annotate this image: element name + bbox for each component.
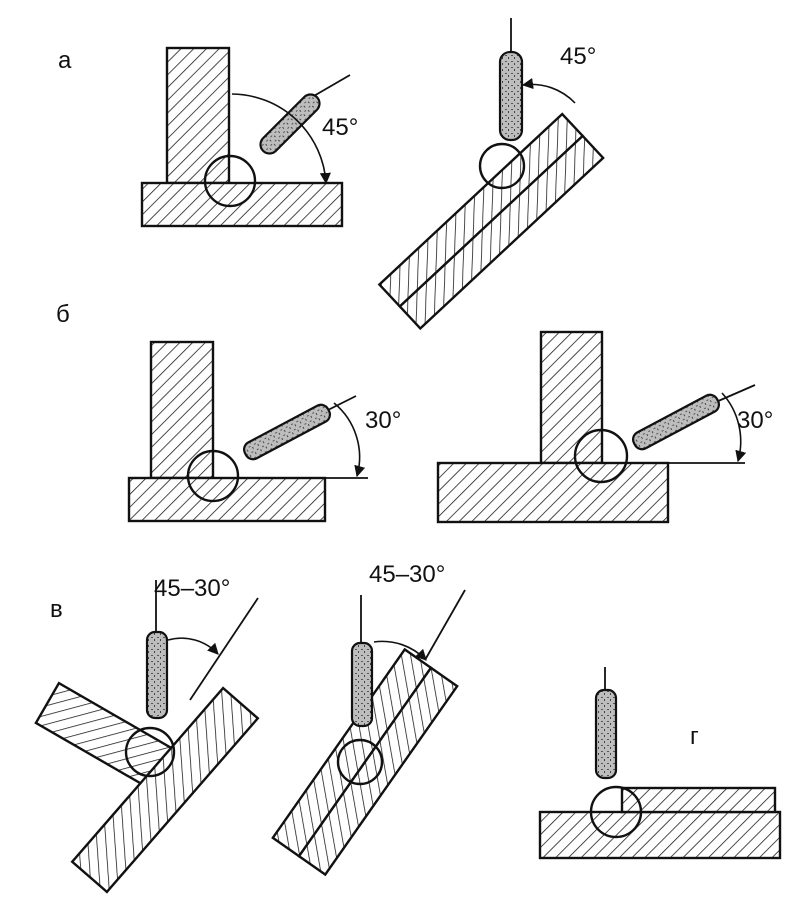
- weld-zone-circle: [589, 785, 643, 839]
- electrode: [594, 688, 618, 780]
- angle-arc: [167, 637, 219, 655]
- panel-b-right-angle: 30°: [737, 407, 773, 434]
- tilted-plates: [377, 112, 605, 331]
- panel-v-right-joint: 45–30°: [271, 561, 466, 877]
- panel-g-label: г: [690, 723, 699, 750]
- electrode: [350, 641, 374, 728]
- panel-v-left-angle: 45–30°: [154, 575, 230, 602]
- vertical-plate: [539, 330, 604, 465]
- vertical-plate: [165, 46, 231, 185]
- weld-zone-circle: [573, 428, 629, 484]
- electrode: [242, 403, 332, 461]
- panel-a: а 45° 45°: [58, 18, 605, 331]
- panel-v: в 45–30° 45–3: [34, 561, 466, 894]
- weld-zone-circle: [336, 738, 384, 786]
- panel-a-label: а: [58, 47, 72, 74]
- angle-arc: [231, 93, 331, 185]
- angle-arc: [333, 402, 366, 478]
- panel-a-left-angle: 45°: [322, 114, 358, 141]
- electrode: [631, 393, 721, 451]
- panel-b-label: б: [56, 301, 70, 328]
- panel-b-left-joint: 30°: [127, 340, 401, 523]
- electrode: [498, 50, 524, 142]
- vertical-plate: [149, 340, 215, 480]
- panel-v-left-joint: 45–30°: [34, 575, 260, 894]
- panel-a-right-angle: 45°: [560, 43, 596, 70]
- electrode: [259, 93, 321, 155]
- electrode-axis-line: [189, 597, 259, 701]
- panel-g: г: [538, 667, 782, 860]
- weld-zone-circle: [203, 154, 257, 208]
- panel-v-label: в: [50, 596, 63, 623]
- base-plate: [140, 181, 344, 228]
- panel-g-lap-joint: [538, 667, 782, 860]
- electrode-axis-line: [715, 384, 756, 403]
- angle-arc: [521, 78, 576, 104]
- electrode-axis-line: [424, 589, 466, 661]
- weld-zone-circle: [186, 449, 240, 503]
- panel-a-left-joint: 45°: [140, 46, 358, 228]
- base-plate: [127, 476, 327, 523]
- angle-arc: [721, 392, 747, 463]
- panel-v-right-angle: 45–30°: [369, 561, 445, 588]
- panel-b: б 30° 30°: [56, 301, 773, 524]
- panel-b-left-angle: 30°: [365, 407, 401, 434]
- angle-arc: [373, 640, 427, 661]
- panel-b-right-joint: 30°: [436, 330, 773, 524]
- panel-a-right-joint: 45°: [377, 18, 605, 331]
- top-plate: [620, 786, 777, 814]
- base-plate: [436, 461, 670, 524]
- weld-zone-circle: [478, 142, 526, 190]
- weld-zone-circle: [124, 726, 176, 778]
- electrode: [145, 630, 169, 720]
- bottom-plate: [538, 810, 782, 860]
